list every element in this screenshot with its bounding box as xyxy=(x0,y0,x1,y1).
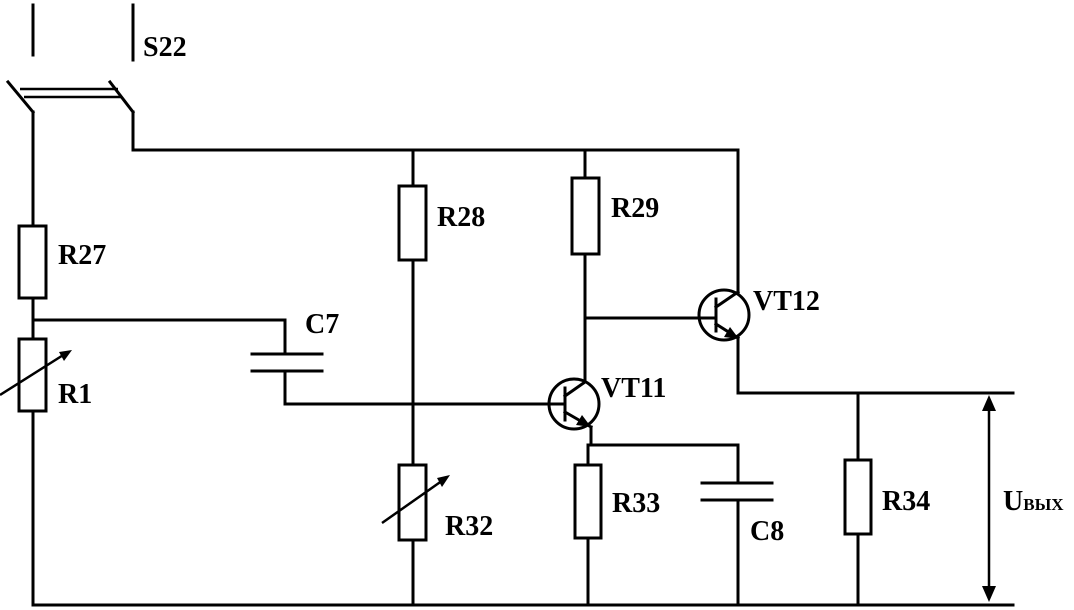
capacitor-c7 xyxy=(250,318,549,406)
label-r34: R34 xyxy=(882,486,930,517)
resistor-r34 xyxy=(843,458,873,536)
label-c8: C8 xyxy=(750,516,784,547)
label-r1: R1 xyxy=(58,379,92,410)
output-wire xyxy=(736,391,1015,607)
top-rail xyxy=(131,110,740,152)
switch-s22 xyxy=(5,3,136,115)
capacitor-c8 xyxy=(700,443,774,607)
output-voltage-arrow xyxy=(982,395,996,602)
variable-resistor-r32 xyxy=(381,463,450,542)
left-branch-wire xyxy=(31,110,287,607)
collector-column-wire xyxy=(583,148,740,607)
label-vt12: VT12 xyxy=(753,286,820,317)
variable-resistor-r1 xyxy=(0,337,72,413)
label-s22: S22 xyxy=(143,32,187,63)
resistor-r27 xyxy=(17,224,48,300)
label-c7: C7 xyxy=(305,309,339,340)
label-u-out: UВЫХ xyxy=(1003,486,1064,517)
label-r27: R27 xyxy=(58,240,106,271)
resistor-r33 xyxy=(573,463,603,540)
label-r33: R33 xyxy=(612,488,660,519)
label-r29: R29 xyxy=(611,193,659,224)
label-r28: R28 xyxy=(437,202,485,233)
resistor-r28 xyxy=(397,184,428,262)
label-vt11: VT11 xyxy=(601,373,666,404)
transistor-vt12 xyxy=(697,148,751,395)
transistor-vt11 xyxy=(545,377,601,431)
label-r32: R32 xyxy=(445,511,493,542)
resistor-r29 xyxy=(570,176,601,256)
